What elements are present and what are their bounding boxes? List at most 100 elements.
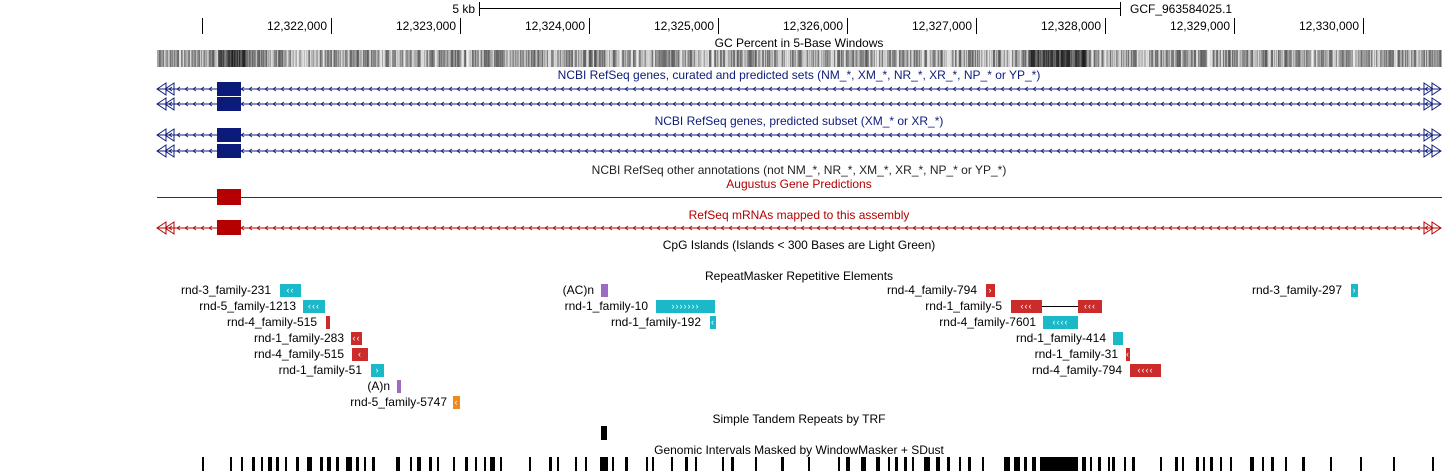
windowmasker-interval[interactable]: [484, 457, 486, 471]
trf-repeat[interactable]: [601, 426, 607, 440]
windowmasker-interval[interactable]: [396, 457, 400, 471]
windowmasker-interval[interactable]: [722, 457, 724, 471]
windowmasker-interval[interactable]: [417, 457, 421, 471]
repeat-element[interactable]: ‹: [710, 316, 716, 329]
repeat-element[interactable]: [601, 284, 608, 297]
repeat-element[interactable]: ›››››››: [656, 300, 715, 313]
windowmasker-interval[interactable]: [600, 457, 608, 471]
windowmasker-interval[interactable]: [410, 457, 412, 471]
windowmasker-interval[interactable]: [1014, 457, 1020, 471]
windowmasker-interval[interactable]: [846, 457, 850, 471]
windowmasker-interval[interactable]: [1082, 457, 1086, 471]
augustus-exon[interactable]: [217, 189, 241, 205]
windowmasker-interval[interactable]: [285, 457, 287, 471]
windowmasker-interval[interactable]: [327, 457, 331, 471]
windowmasker-interval[interactable]: [1302, 457, 1305, 471]
windowmasker-interval[interactable]: [465, 457, 468, 471]
windowmasker-interval[interactable]: [646, 457, 648, 471]
track-title-cpg-islands[interactable]: CpG Islands (Islands < 300 Bases are Lig…: [662, 238, 936, 252]
windowmasker-interval[interactable]: [1230, 457, 1232, 471]
windowmasker-interval[interactable]: [346, 457, 352, 471]
windowmasker-interval[interactable]: [557, 457, 559, 471]
windowmasker-interval[interactable]: [307, 457, 312, 471]
windowmasker-interval[interactable]: [276, 457, 279, 471]
windowmasker-interval[interactable]: [202, 457, 204, 471]
repeat-element[interactable]: ‹‹‹‹: [1130, 364, 1161, 377]
windowmasker-interval[interactable]: [252, 457, 255, 471]
repeat-element[interactable]: ‹‹: [351, 332, 362, 345]
windowmasker-interval[interactable]: [1024, 457, 1027, 471]
windowmasker-interval[interactable]: [1196, 457, 1199, 471]
windowmasker-interval[interactable]: [612, 457, 614, 471]
windowmasker-interval[interactable]: [1203, 457, 1205, 471]
windowmasker-interval[interactable]: [671, 457, 673, 471]
windowmasker-interval[interactable]: [356, 457, 359, 471]
windowmasker-interval[interactable]: [1032, 457, 1036, 471]
windowmasker-interval[interactable]: [364, 457, 366, 471]
windowmasker-interval[interactable]: [241, 457, 243, 471]
windowmasker-interval[interactable]: [1432, 457, 1434, 471]
gc-percent-density[interactable]: [157, 50, 1442, 67]
windowmasker-interval[interactable]: [529, 457, 531, 471]
refseq-all-exon[interactable]: [217, 97, 241, 111]
windowmasker-interval[interactable]: [1330, 457, 1332, 471]
windowmasker-interval[interactable]: [1271, 457, 1274, 471]
windowmasker-interval[interactable]: [549, 457, 552, 471]
repeat-element[interactable]: ›: [1351, 284, 1358, 297]
windowmasker-interval[interactable]: [230, 457, 232, 471]
windowmasker-interval[interactable]: [1210, 457, 1213, 471]
windowmasker-interval[interactable]: [781, 457, 784, 471]
windowmasker-interval[interactable]: [453, 457, 455, 471]
windowmasker-interval[interactable]: [652, 457, 654, 471]
windowmasker-interval[interactable]: [585, 457, 587, 471]
track-title-refseq-other[interactable]: NCBI RefSeq other annotations (not NM_*,…: [591, 163, 1007, 177]
track-title-trf[interactable]: Simple Tandem Repeats by TRF: [712, 412, 886, 426]
track-title-gc-percent[interactable]: GC Percent in 5-Base Windows: [714, 36, 884, 50]
augustus-gene-line[interactable]: [157, 197, 1442, 198]
windowmasker-interval[interactable]: [1124, 457, 1126, 471]
windowmasker-interval[interactable]: [968, 457, 971, 471]
windowmasker-interval[interactable]: [1182, 457, 1184, 471]
refseq-predicted-exon[interactable]: [217, 128, 241, 142]
refseq-predicted-exon[interactable]: [217, 144, 241, 158]
windowmasker-interval[interactable]: [1112, 457, 1115, 471]
windowmasker-interval[interactable]: [888, 457, 890, 471]
windowmasker-interval[interactable]: [947, 457, 950, 471]
windowmasker-interval[interactable]: [500, 457, 502, 471]
windowmasker-interval[interactable]: [861, 457, 866, 471]
track-title-augustus[interactable]: Augustus Gene Predictions: [726, 177, 872, 191]
windowmasker-interval[interactable]: [1360, 457, 1362, 471]
repeat-element[interactable]: ‹‹‹: [303, 300, 325, 313]
windowmasker-interval[interactable]: [912, 457, 914, 471]
windowmasker-interval[interactable]: [1175, 457, 1178, 471]
windowmasker-interval[interactable]: [575, 457, 577, 471]
windowmasker-interval[interactable]: [731, 457, 734, 471]
windowmasker-interval[interactable]: [1090, 457, 1092, 471]
repeat-element[interactable]: [1113, 332, 1123, 345]
windowmasker-interval[interactable]: [336, 457, 339, 471]
windowmasker-interval[interactable]: [755, 457, 757, 471]
windowmasker-interval[interactable]: [876, 457, 880, 471]
windowmasker-interval[interactable]: [437, 457, 439, 471]
windowmasker-interval[interactable]: [320, 457, 323, 471]
refseq-all-exon[interactable]: [217, 82, 241, 96]
repeat-element[interactable]: ‹‹‹: [1011, 300, 1042, 313]
track-title-repeatmasker[interactable]: RepeatMasker Repetitive Elements: [704, 269, 894, 283]
repeat-element[interactable]: ‹: [352, 348, 368, 361]
windowmasker-interval[interactable]: [838, 457, 840, 471]
windowmasker-interval[interactable]: [475, 457, 477, 471]
windowmasker-interval[interactable]: [924, 457, 930, 471]
repeat-element[interactable]: ›: [371, 364, 384, 377]
windowmasker-interval[interactable]: [261, 457, 263, 471]
windowmasker-interval[interactable]: [625, 457, 628, 471]
repeat-element[interactable]: [397, 380, 401, 393]
windowmasker-interval[interactable]: [1040, 457, 1078, 471]
windowmasker-interval[interactable]: [1262, 457, 1264, 471]
windowmasker-interval[interactable]: [1285, 457, 1287, 471]
windowmasker-interval[interactable]: [1108, 457, 1110, 471]
track-title-refseq-all[interactable]: NCBI RefSeq genes, curated and predicted…: [557, 68, 1041, 82]
track-title-refseq-mrna[interactable]: RefSeq mRNAs mapped to this assembly: [688, 208, 910, 222]
windowmasker-interval[interactable]: [429, 457, 432, 471]
track-title-windowmasker[interactable]: Genomic Intervals Masked by WindowMasker…: [654, 443, 944, 457]
